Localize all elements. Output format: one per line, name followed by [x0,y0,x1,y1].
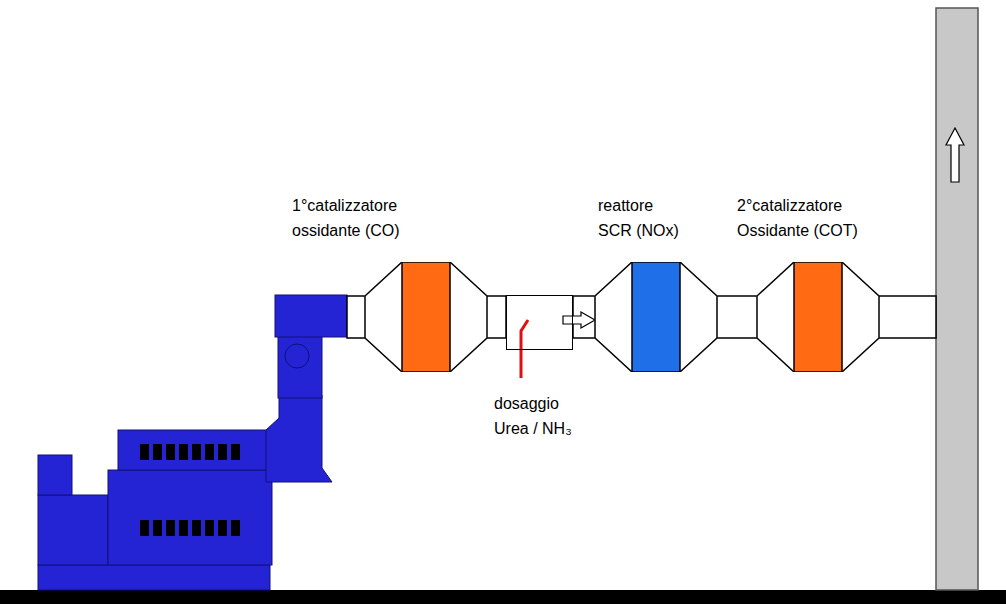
catalyst-housing [595,262,717,372]
catalyst-node: 1°catalizzatore ossidante (CO) [365,262,487,372]
flow-arrow [946,128,964,182]
catalyst-housing [365,262,487,372]
node-heading: 1°catalizzatore ossidante (CO) [292,193,422,243]
node-heading: 2°catalizzatore Ossidante (COT) [737,193,879,243]
exhaust-pipe [347,296,365,338]
dosing-duct: dosaggio Urea / NH₃ [506,295,573,350]
pipe-connector [563,296,595,338]
catalyst-node: reattore SCR (NOx) [595,262,717,372]
engine [38,295,347,590]
catalyst-node: 2°catalizzatore Ossidante (COT) [757,262,879,372]
dosing-lance [521,320,528,378]
stack [936,8,978,590]
node-heading: reattore SCR (NOx) [598,193,688,243]
node-heading: dosaggio Urea / NH₃ [494,391,586,441]
engine-grille [140,444,240,536]
ground-line [0,590,1006,604]
flow-arrowhead [563,312,595,328]
catalyst-housing [757,262,879,372]
pipe-connector [717,296,757,338]
pipe-connector [487,296,506,338]
exhaust-pipe [879,296,936,338]
